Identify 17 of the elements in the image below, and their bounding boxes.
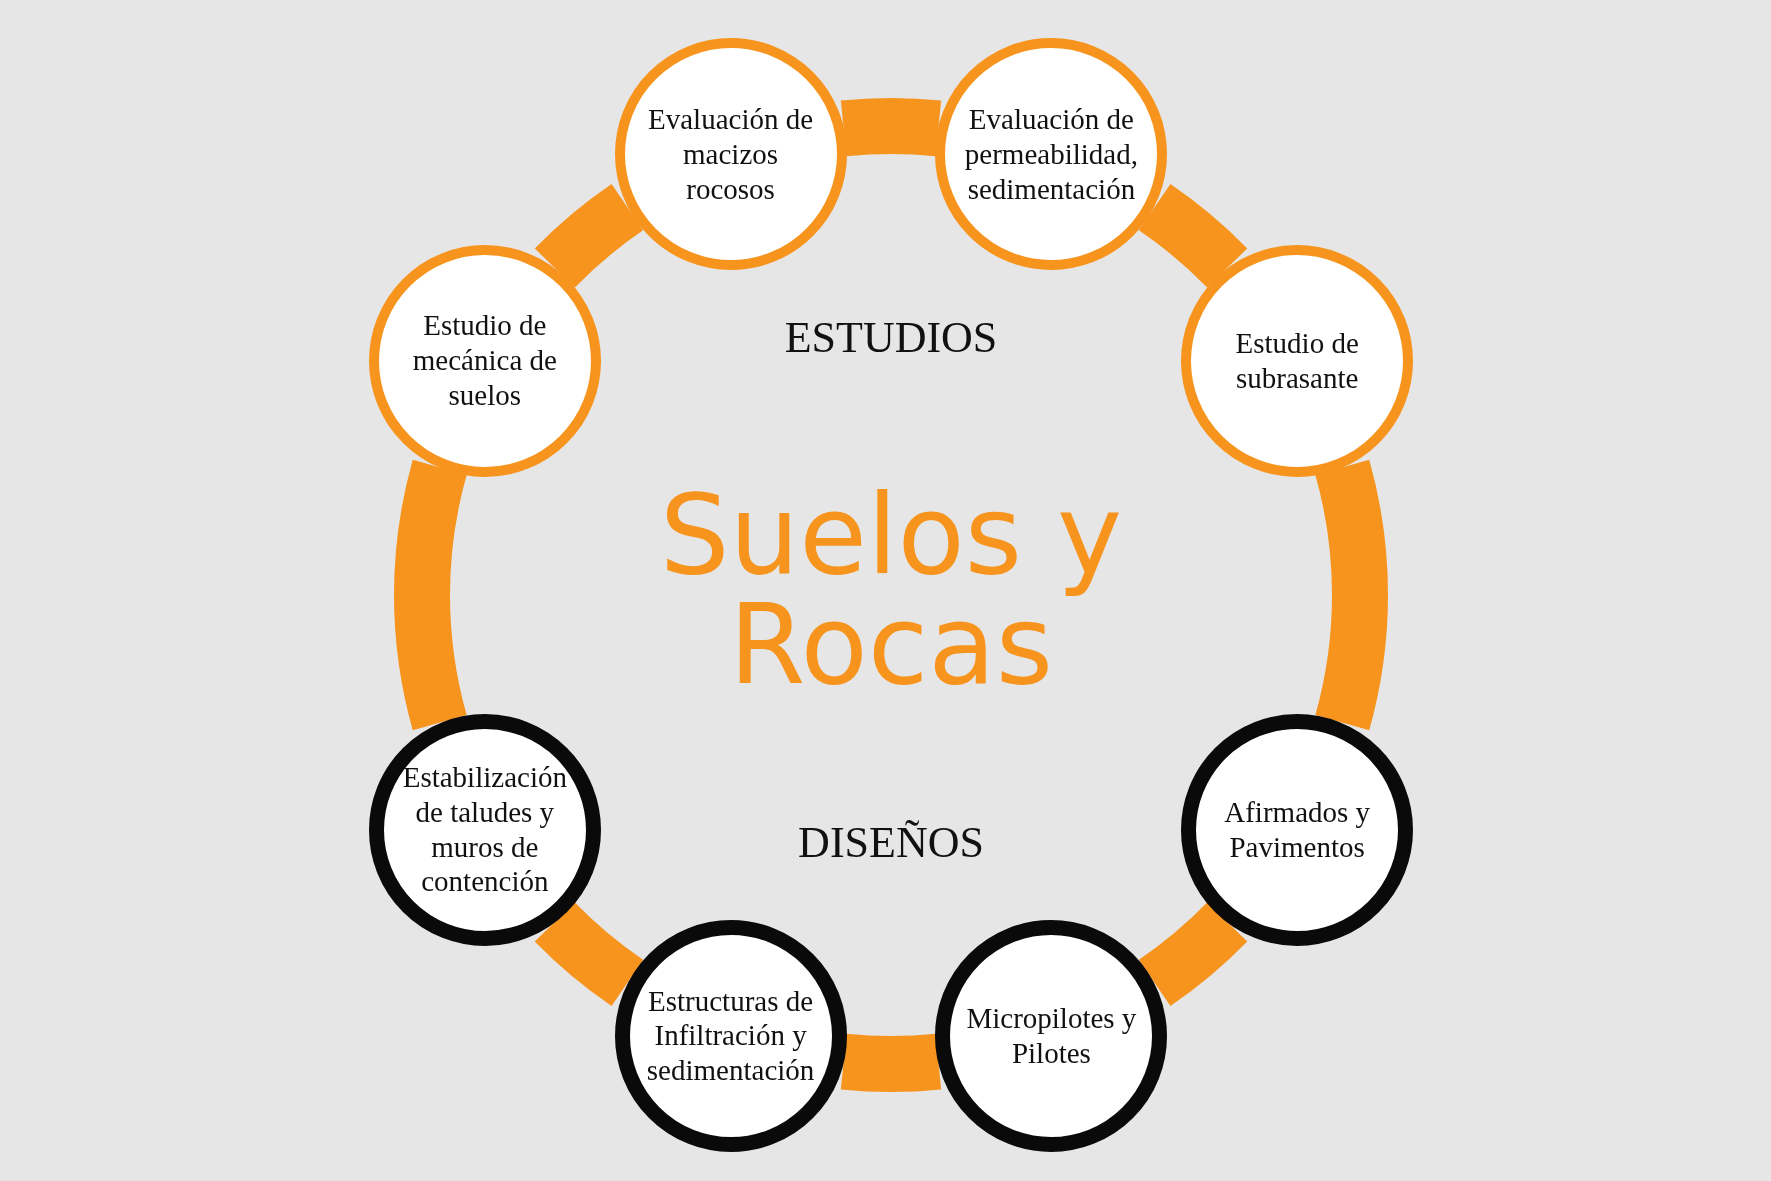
ring-segment <box>1138 184 1247 288</box>
circle-node: Afirmados y Pavimentos <box>1181 713 1414 946</box>
ring-segment <box>841 98 941 157</box>
ring-segment <box>841 1033 941 1092</box>
center-title: Suelos y Rocas <box>658 480 1124 700</box>
circle-node: Evaluación de macizos rocosos <box>614 38 847 271</box>
circle-node: Estudio de mecánica de suelos <box>368 244 601 477</box>
circle-node: Micropilotes y Pilotes <box>935 919 1168 1152</box>
circle-node: Estabilización de taludes y muros de contención <box>368 713 601 946</box>
ring-segment <box>535 184 644 288</box>
circle-node: Evaluación de permeabilidad, sedimentación <box>935 38 1168 271</box>
circle-node: Estudio de subrasante <box>1181 244 1414 477</box>
circle-node: Estructuras de Infiltración y sedimentación <box>614 919 847 1152</box>
section-heading: DISEÑOS <box>798 816 984 868</box>
ring-segment <box>1138 902 1247 1006</box>
section-heading: ESTUDIOS <box>784 311 998 363</box>
ring-segment <box>535 902 644 1006</box>
